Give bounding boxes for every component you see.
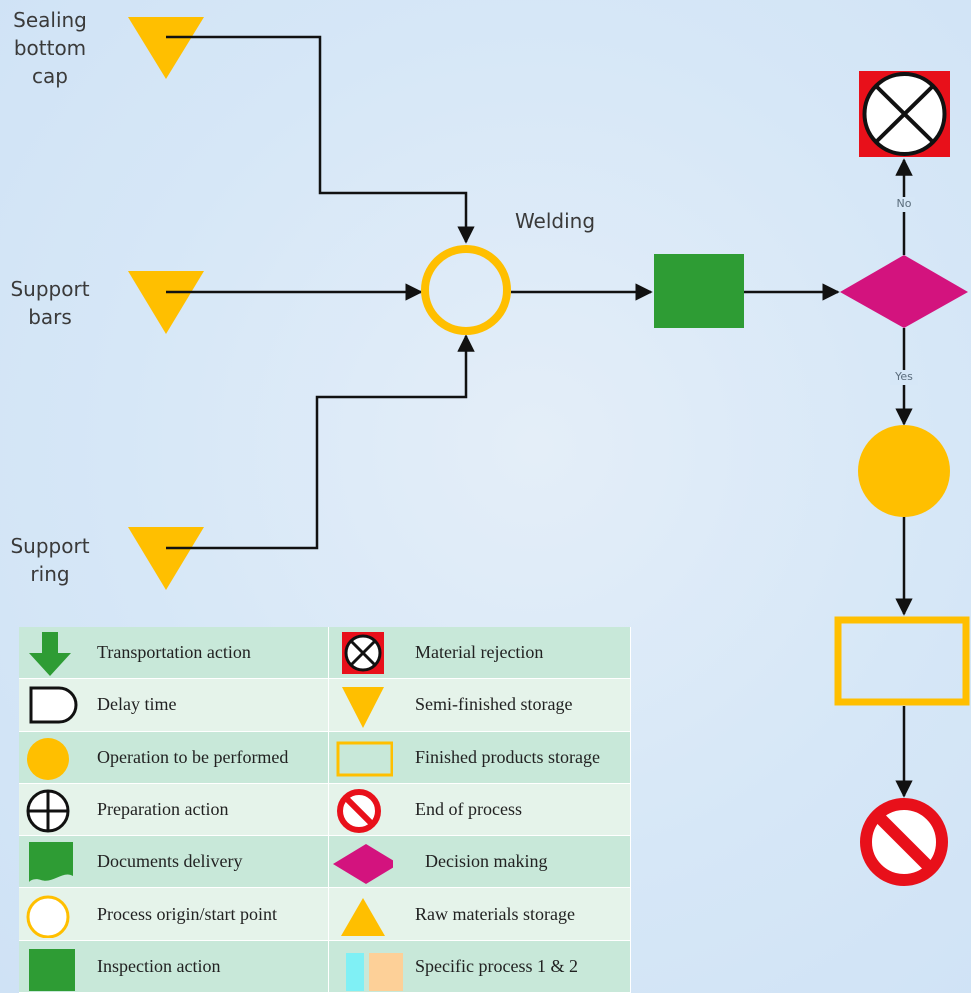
legend-item-end-of-process: End of process: [329, 783, 631, 837]
decision-no-label: No: [896, 197, 912, 210]
operation-circle-icon: [27, 737, 69, 780]
edge-sealing-to-welding: [166, 35, 475, 244]
support-ring-storage-node: [128, 527, 204, 590]
edge-ring-to-welding: [166, 334, 475, 550]
input-label-sealing-bottom-cap: Sealing bottom cap: [13, 8, 87, 88]
legend-item-documents: Documents delivery: [19, 836, 329, 889]
legend-item-transportation: Transportation action: [19, 627, 329, 680]
welding-start-point-node: [421, 245, 511, 335]
inspection-square-icon: [29, 948, 75, 991]
legend-item-specific-process: Specific process 1 & 2: [329, 940, 631, 993]
legend-item-raw-materials: Raw materials storage: [329, 888, 631, 941]
sealing-bottom-cap-storage-node: [128, 17, 204, 79]
finished-storage-rectangle-icon: [336, 741, 393, 777]
legend-item-delay: Delay time: [19, 679, 329, 732]
legend: Transportation action Material rejection…: [19, 627, 631, 993]
transportation-arrow-icon: [29, 632, 71, 676]
legend-item-start-point: Process origin/start point: [19, 888, 329, 941]
rejection-x-circle-icon: [342, 632, 384, 674]
semi-finished-triangle-icon: [342, 687, 384, 729]
decision-node: [840, 255, 968, 328]
delay-d-icon: [29, 686, 78, 724]
legend-item-preparation: Preparation action: [19, 783, 329, 837]
inspection-node: [654, 254, 744, 328]
preparation-cross-circle-icon: [26, 789, 70, 833]
prohibited-circle-icon: [337, 788, 381, 833]
input-label-support-ring: Support ring: [10, 534, 90, 586]
decision-diamond-icon: [333, 844, 393, 885]
legend-item-operation: Operation to be performed: [19, 731, 329, 784]
start-ring-icon: [26, 895, 70, 939]
legend-item-material-rejection: Material rejection: [329, 627, 631, 680]
finished-storage-node: [834, 616, 970, 706]
legend-item-semi-finished-storage: Semi-finished storage: [329, 679, 631, 732]
input-label-support-bars: Support bars: [10, 277, 90, 329]
raw-materials-triangle-icon: [341, 898, 385, 937]
support-bars-storage-node: [128, 271, 204, 334]
legend-item-inspection: Inspection action: [19, 940, 329, 993]
operation-node: [858, 425, 950, 517]
decision-yes-label: Yes: [895, 370, 913, 383]
document-icon: [29, 842, 73, 883]
specific-process-bars-icon: [346, 952, 403, 991]
welding-label: Welding: [514, 209, 596, 233]
legend-item-finished-storage: Finished products storage: [329, 731, 631, 784]
legend-item-decision: Decision making: [329, 836, 631, 889]
